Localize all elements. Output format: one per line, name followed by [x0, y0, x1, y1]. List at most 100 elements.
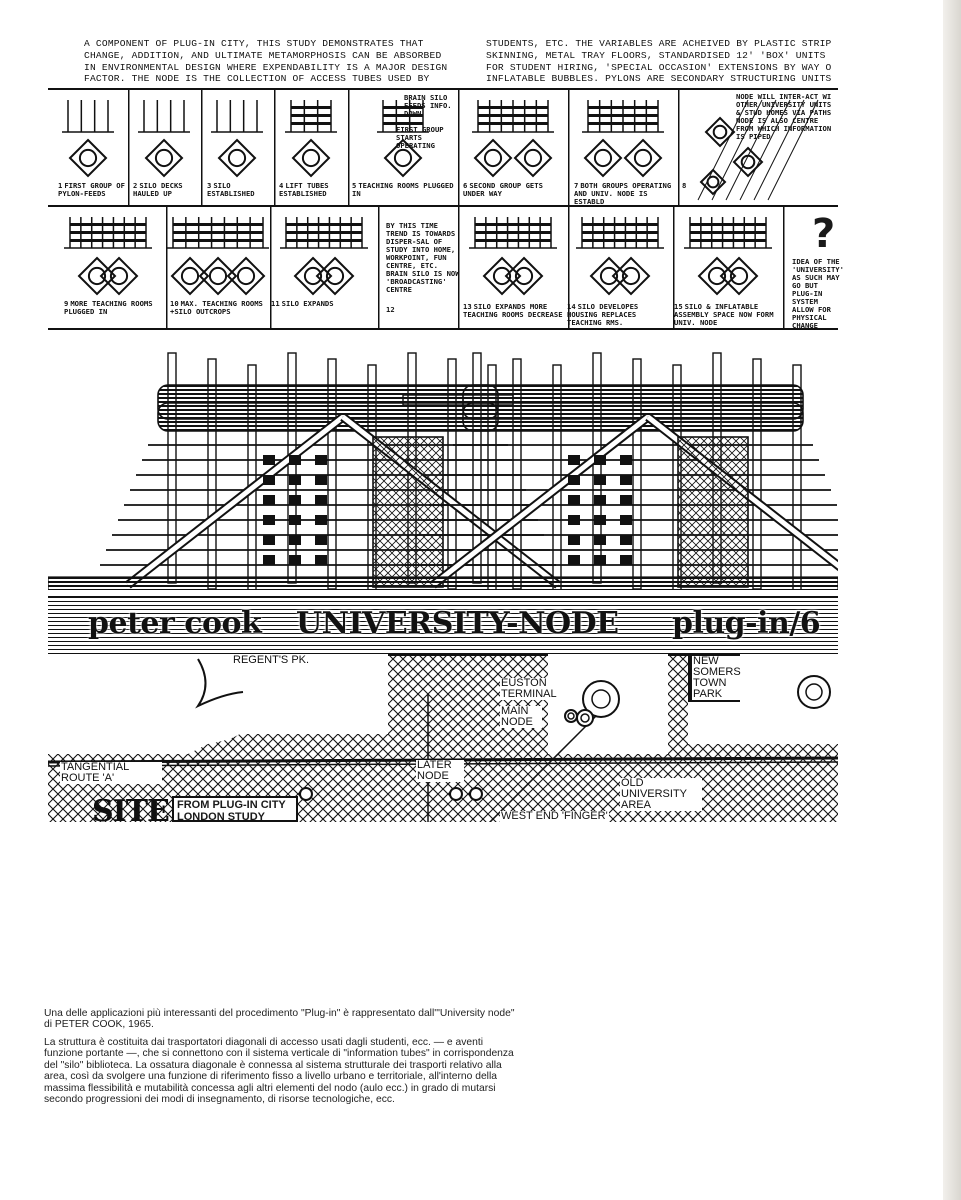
grid-line: [711, 99, 763, 201]
site-heading: SITE: [92, 794, 170, 829]
teaching-room: [620, 495, 632, 505]
university-node-elevation: [48, 352, 838, 590]
teaching-room: [568, 555, 580, 565]
intro-text-right: STUDENTS, ETC. THE VARIABLES ARE ACHEIVE…: [486, 38, 832, 85]
teaching-room: [315, 495, 327, 505]
teaching-room: [263, 475, 275, 485]
deck: [588, 114, 658, 117]
plan-silo-ring: [599, 266, 619, 286]
deck: [582, 239, 658, 242]
row1-divider: [201, 90, 203, 205]
row2-divider: [783, 207, 785, 328]
deck: [582, 223, 658, 226]
later-node-circle: [449, 787, 463, 801]
teaching-room: [620, 455, 632, 465]
project-title: UNIVERSITY-NODE: [296, 606, 619, 641]
teaching-room: [315, 555, 327, 565]
question-note: IDEA OF THE 'UNIVERSITY' AS SUCH MAY GO …: [792, 257, 844, 330]
plan-diamond: [144, 138, 184, 178]
plan-silo-ring: [393, 148, 413, 168]
plan-diamond: [315, 256, 355, 296]
author-title: peter cook: [88, 606, 262, 641]
plan-silo-ring: [301, 148, 321, 168]
row1-divider: [348, 90, 350, 205]
deck: [475, 239, 551, 242]
plan-diamond: [623, 138, 663, 178]
question-mark: ?: [812, 211, 836, 257]
row1-divider: [678, 90, 680, 205]
plan-silo-ring: [706, 175, 720, 189]
intro-text-left: A COMPONENT OF PLUG-IN CITY, THIS STUDY …: [84, 38, 448, 85]
map-label-regents: REGENT'S PK.: [232, 654, 311, 666]
teaching-room: [315, 535, 327, 545]
plan-diamond: [293, 256, 333, 296]
teaching-room: [594, 475, 606, 485]
plan-silo-ring: [325, 266, 345, 286]
plan-diamond: [504, 256, 544, 296]
grid-line: [767, 99, 819, 201]
plan-diamond: [732, 146, 764, 178]
plan-diamond: [77, 256, 117, 296]
teaching-room: [594, 495, 606, 505]
link-bridge: [402, 394, 514, 406]
teaching-room: [315, 515, 327, 525]
plan-silo-ring: [633, 148, 653, 168]
plan-silo-ring: [154, 148, 174, 168]
step12-note: BY THIS TIME TREND IS TOWARDS DISPER-SAL…: [386, 221, 460, 294]
plan-silo-ring: [303, 266, 323, 286]
teaching-room: [263, 455, 275, 465]
map-label-later-node: LATER NODE: [416, 760, 464, 782]
teaching-room: [289, 515, 301, 525]
plan-diamond: [583, 138, 623, 178]
row2-divider: [458, 207, 460, 328]
ground-deck: [48, 576, 838, 590]
plan-diamond: [99, 256, 139, 296]
teaching-room: [620, 555, 632, 565]
teaching-room: [263, 555, 275, 565]
plan-silo-ring: [227, 148, 247, 168]
grid-line: [753, 99, 805, 201]
plan-diamond: [704, 116, 736, 148]
plan-silo-ring: [712, 124, 728, 140]
step5-note-2: FIRST GROUP STARTS OPERATING: [396, 125, 444, 150]
map-label-euston: EUSTON TERMINAL: [500, 678, 574, 700]
deck: [286, 239, 362, 242]
title-band: [48, 596, 838, 656]
series-title: plug-in/6: [672, 606, 821, 641]
plan-silo-ring: [523, 148, 543, 168]
park-lake: [48, 654, 248, 754]
teaching-room: [289, 495, 301, 505]
step-label-12: 12: [386, 305, 395, 314]
teaching-room: [289, 535, 301, 545]
tower-block: [405, 352, 838, 590]
deck: [173, 223, 263, 226]
deck: [383, 122, 423, 125]
row1-bottom-rule: [48, 205, 838, 207]
teaching-room: [594, 535, 606, 545]
deck: [70, 223, 146, 226]
silo-core: [677, 436, 749, 588]
plan-silo-ring: [109, 266, 129, 286]
deck: [478, 122, 548, 125]
deck: [383, 106, 423, 109]
plan-silo-ring: [707, 266, 727, 286]
teaching-room: [289, 555, 301, 565]
teaching-room: [620, 475, 632, 485]
row1-divider: [128, 90, 130, 205]
later-node-circle: [299, 787, 313, 801]
teaching-room: [568, 455, 580, 465]
node-circle: [576, 709, 594, 727]
teaching-room: [620, 515, 632, 525]
plan-diamond: [198, 256, 238, 296]
plan-silo-ring: [87, 266, 107, 286]
teaching-room: [594, 555, 606, 565]
mast: [487, 364, 497, 590]
deck: [70, 231, 146, 234]
deck: [173, 231, 263, 234]
sequence-row-2: [64, 207, 785, 328]
